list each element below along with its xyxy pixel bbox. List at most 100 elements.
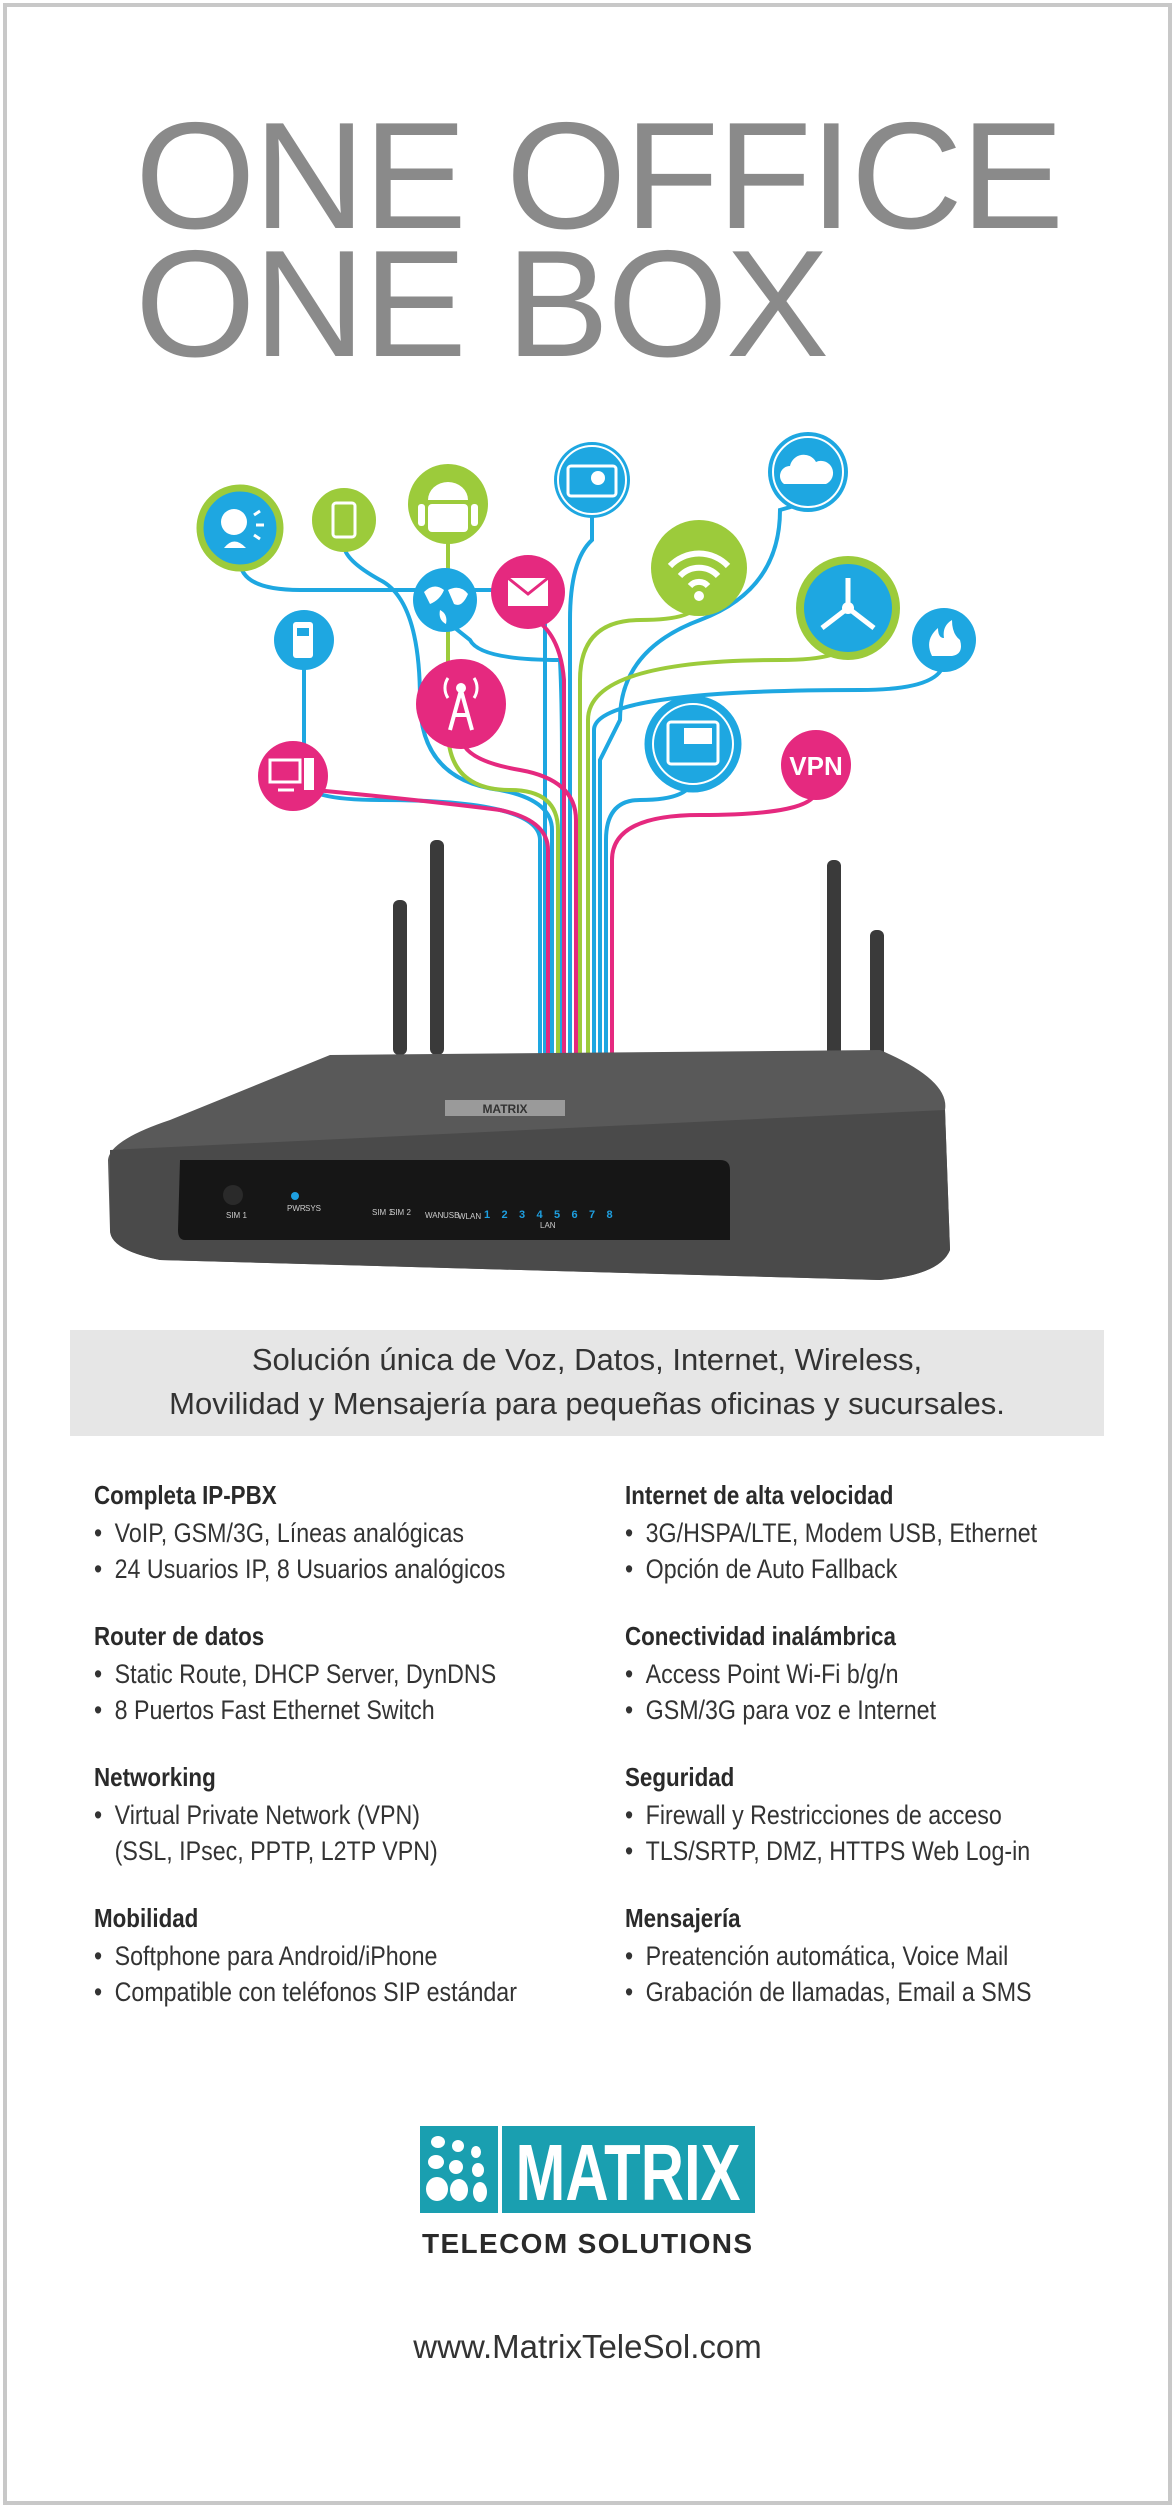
bullet-icon: •	[94, 1941, 103, 1971]
feature-item-text: Preatención automática, Voice Mail	[645, 1941, 1009, 1971]
panel-label: PWR	[287, 1204, 306, 1213]
connector-line	[446, 530, 560, 1060]
feature-section: Seguridad • Firewall y Restricciones de ac…	[625, 1762, 1145, 1869]
logo-name: MATRIX	[516, 2128, 741, 2217]
tagline-line1: Solución única de Voz, Datos, Internet, …	[251, 1342, 923, 1377]
feature-item-text: VoIP, GSM/3G, Líneas analógicas	[114, 1518, 465, 1548]
features-left: Completa IP-PBX • VoIP, GSM/3G, Líneas ana…	[94, 1480, 614, 2044]
connector-line	[568, 510, 594, 1060]
feature-item-text: 3G/HSPA/LTE, Modem USB, Ethernet	[645, 1518, 1038, 1548]
feature-item: • 8 Puertos Fast Ethernet Switch	[94, 1692, 541, 1728]
feature-item-text: Grabación de llamadas, Email a SMS	[645, 1977, 1032, 2007]
lan-port-number: 7	[589, 1209, 595, 1221]
panel-label: SYS	[305, 1204, 321, 1213]
desktop-computer-icon	[258, 741, 328, 811]
connector-line	[314, 788, 550, 1060]
bullet-icon: •	[94, 1659, 103, 1689]
feature-item: • Preatención automática, Voice Mail	[625, 1938, 1072, 1974]
page-border	[3, 3, 1172, 2505]
matrix-logo: MATRIX TELECOM SOLUTIONS	[420, 2126, 755, 2259]
feature-section: Mobilidad•Softphone para Android/iPhone•…	[94, 1903, 614, 2010]
logo-subtitle: TELECOM SOLUTIONS	[422, 2228, 752, 2259]
feature-section: Networking • Virtual Private Network (VPN)…	[94, 1762, 614, 1869]
lan-port-number: 1	[484, 1209, 490, 1221]
bullet-icon: •	[625, 1695, 634, 1725]
lan-port-number: 8	[607, 1209, 613, 1221]
connector-line	[578, 599, 701, 1060]
features-right: Internet de alta velocidad•3G/HSPA/LTE, …	[625, 1480, 1145, 2044]
product-illustration: VPN MATRIX SIM 1 PWR SYS SIM 1 SIM 2 WAN…	[108, 432, 976, 1280]
headline-line1: ONE OFFICE	[135, 91, 1064, 261]
feature-item-text: 24 Usuarios IP, 8 Usuarios analógicos	[114, 1554, 506, 1584]
feature-item: •Access Point Wi-Fi b/g/n	[625, 1656, 1072, 1692]
feature-item-text: 8 Puertos Fast Ethernet Switch	[114, 1695, 435, 1725]
lan-port-number: 6	[572, 1209, 578, 1221]
vpn-label: VPN	[789, 751, 842, 781]
android-icon	[408, 464, 488, 544]
mobile-phone-icon	[312, 488, 376, 552]
tagline-line2: Movilidad y Mensajería para pequeñas ofi…	[169, 1386, 1005, 1421]
feature-item-text: Compatible con teléfonos SIP estándar	[114, 1977, 517, 2007]
feature-item: • VoIP, GSM/3G, Líneas analógicas	[94, 1515, 541, 1551]
feature-section: Internet de alta velocidad•3G/HSPA/LTE, …	[625, 1480, 1145, 1587]
feature-item-text: Virtual Private Network (VPN)	[114, 1800, 421, 1830]
bullet-icon: •	[625, 1941, 634, 1971]
tagline-band: Solución única de Voz, Datos, Internet, …	[70, 1330, 1104, 1436]
bullet-icon: •	[94, 1695, 103, 1725]
feature-item-text: Static Route, DHCP Server, DynDNS	[114, 1659, 497, 1689]
feature-item: • TLS/SRTP, DMZ, HTTPS Web Log-in	[625, 1833, 1072, 1869]
feature-item-text: Firewall y Restricciones de acceso	[645, 1800, 1002, 1830]
cordless-phone-icon	[274, 610, 334, 670]
panel-label: SIM 1	[226, 1211, 247, 1220]
feature-item: • Softphone para Android/iPhone	[94, 1938, 541, 1974]
feature-item: • Static Route, DHCP Server, DynDNS	[94, 1656, 541, 1692]
feature-item-text: (SSL, IPsec, PPTP, L2TP VPN)	[114, 1836, 438, 1866]
connector-line	[592, 659, 946, 1060]
lan-port-number: 4	[537, 1209, 544, 1221]
feature-title: Seguridad	[625, 1762, 735, 1792]
connector-line	[459, 734, 578, 1060]
feature-item-text: Access Point Wi-Fi b/g/n	[645, 1659, 899, 1689]
feature-title: Router de datos	[94, 1621, 265, 1651]
headline-line2: ONE BOX	[135, 219, 829, 389]
router-image: MATRIX SIM 1 PWR SYS SIM 1 SIM 2 WAN USB…	[108, 840, 950, 1280]
feature-title: Completa IP-PBX	[94, 1480, 277, 1510]
feature-item-text: GSM/3G para voz e Internet	[645, 1695, 937, 1725]
feature-item: • Compatible con teléfonos SIP estándar	[94, 1974, 541, 2010]
mail-icon	[491, 555, 565, 629]
panel-label: LAN	[540, 1221, 556, 1230]
feature-title: Networking	[94, 1762, 216, 1792]
feature-section: Mensajería • Preatención automática, Voice…	[625, 1903, 1145, 2010]
wifi-icon	[651, 520, 747, 616]
feature-item: • 24 Usuarios IP, 8 Usuarios analógicos	[94, 1551, 541, 1587]
bullet-icon: •	[94, 1977, 103, 2007]
radio-tower-icon	[416, 659, 506, 749]
panel-label: WLAN	[458, 1212, 481, 1221]
panel-label: WAN	[425, 1211, 444, 1220]
connector-line	[598, 500, 809, 1060]
feature-item: • Virtual Private Network (VPN)	[94, 1797, 541, 1833]
bullet-icon: •	[625, 1554, 634, 1584]
feature-section: Router de datos • Static Route, DHCP Serve…	[94, 1621, 614, 1728]
ip-phone-icon	[644, 695, 742, 793]
bullet-icon: •	[625, 1800, 634, 1830]
website-url[interactable]: www.MatrixTeleSol.com	[413, 2328, 762, 2365]
bullet-icon: •	[94, 1800, 103, 1830]
bullet-icon: •	[94, 1518, 103, 1548]
feature-item: •3G/HSPA/LTE, Modem USB, Ethernet	[625, 1515, 1072, 1551]
feature-section: Conectividad inalámbrica•Access Point Wi…	[625, 1621, 1145, 1728]
firewall-icon	[912, 608, 976, 672]
feature-item: • Firewall y Restricciones de acceso	[625, 1797, 1072, 1833]
feature-item-text: TLS/SRTP, DMZ, HTTPS Web Log-in	[645, 1836, 1031, 1866]
cloud-icon	[768, 432, 848, 512]
bullet-icon: •	[94, 1554, 103, 1584]
voice-icon	[196, 484, 284, 572]
bullet-icon: •	[625, 1836, 634, 1866]
vpn-icon: VPN	[781, 730, 851, 800]
feature-item-text: Softphone para Android/iPhone	[114, 1941, 438, 1971]
world-map-icon	[413, 568, 477, 632]
router-brand: MATRIX	[482, 1102, 527, 1116]
feature-title: Internet de alta velocidad	[625, 1480, 894, 1510]
lan-port-number: 2	[502, 1209, 508, 1221]
feature-title: Mensajería	[625, 1903, 741, 1933]
